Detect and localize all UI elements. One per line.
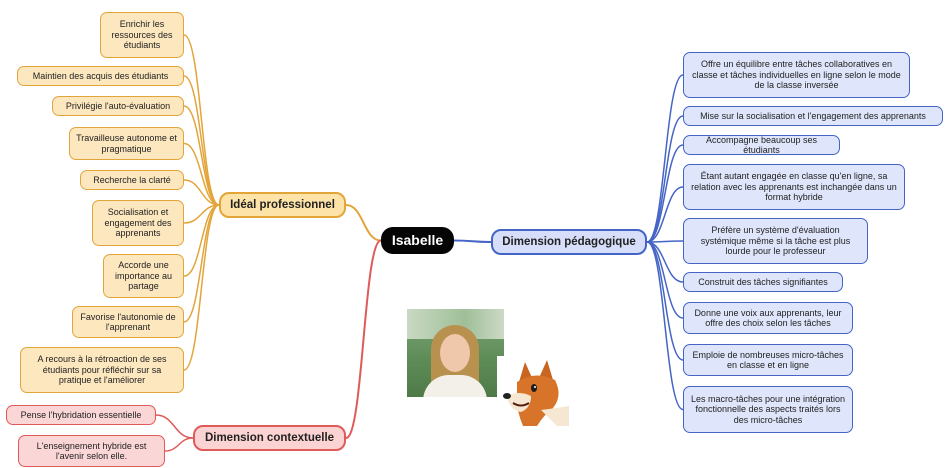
connector-contextuelle-leaf (164, 437, 194, 452)
ideal-leaf[interactable]: Accorde une importance au partage (103, 254, 184, 298)
pedagogique-leaf[interactable]: Mise sur la socialisation et l'engagemen… (683, 106, 943, 126)
connector-center-pedagogique (453, 239, 492, 243)
ideal-leaf[interactable]: Privilégie l'auto-évaluation (52, 96, 184, 116)
connector-pedagogique-leaf (646, 115, 684, 243)
ideal-leaf[interactable]: Enrichir les ressources des étudiants (100, 12, 184, 58)
connector-contextuelle-leaf (155, 414, 194, 439)
connector-ideal-leaf (183, 179, 220, 206)
ideal-leaf[interactable]: Recherche la clarté (80, 170, 184, 190)
contextuelle-leaf[interactable]: L'enseignement hybride est l'avenir selo… (18, 435, 165, 467)
fox-cartoon-image (497, 356, 570, 429)
ideal-leaf[interactable]: Socialisation et engagement des apprenan… (92, 200, 184, 246)
connector-ideal-leaf (183, 204, 220, 371)
central-node[interactable]: Isabelle (381, 227, 454, 254)
branch-dimension-pedagogique[interactable]: Dimension pédagogique (491, 229, 647, 255)
pedagogique-leaf[interactable]: Emploie de nombreuses micro-tâches en cl… (683, 344, 853, 376)
connector-pedagogique-leaf (646, 240, 684, 243)
ideal-leaf[interactable]: Maintien des acquis des étudiants (17, 66, 184, 86)
connector-pedagogique-leaf (646, 144, 684, 243)
pedagogique-leaf[interactable]: Les macro-tâches pour une intégration fo… (683, 386, 853, 433)
pedagogique-leaf[interactable]: Accompagne beaucoup ses étudiants (683, 135, 840, 155)
connector-pedagogique-leaf (646, 74, 684, 243)
teacher-photo (407, 309, 504, 397)
connector-ideal-leaf (183, 142, 220, 206)
connector-ideal-leaf (183, 75, 220, 206)
connector-center-ideal (345, 204, 382, 242)
connector-pedagogique-leaf (646, 241, 684, 361)
connector-ideal-leaf (183, 34, 220, 206)
pedagogique-leaf[interactable]: Offre un équilibre entre tâches collabor… (683, 52, 910, 98)
pedagogique-leaf[interactable]: Étant autant engagée en classe qu'en lig… (683, 164, 905, 210)
pedagogique-leaf[interactable]: Construit des tâches signifiantes (683, 272, 843, 292)
ideal-leaf[interactable]: Favorise l'autonomie de l'apprenant (72, 306, 184, 338)
branch-ideal-professionnel[interactable]: Idéal professionnel (219, 192, 346, 218)
ideal-leaf[interactable]: Travailleuse autonome et pragmatique (69, 127, 184, 160)
connector-pedagogique-leaf (646, 186, 684, 243)
connector-pedagogique-leaf (646, 241, 684, 411)
pedagogique-leaf[interactable]: Donne une voix aux apprenants, leur offr… (683, 302, 853, 334)
connector-center-contextuelle (345, 239, 382, 439)
branch-dimension-contextuelle[interactable]: Dimension contextuelle (193, 425, 346, 451)
contextuelle-leaf[interactable]: Pense l'hybridation essentielle (6, 405, 156, 425)
connector-ideal-leaf (183, 204, 220, 277)
ideal-leaf[interactable]: A recours à la rétroaction de ses étudia… (20, 347, 184, 393)
pedagogique-leaf[interactable]: Préfère un système d'évaluation systémiq… (683, 218, 868, 264)
connector-ideal-leaf (183, 105, 220, 206)
